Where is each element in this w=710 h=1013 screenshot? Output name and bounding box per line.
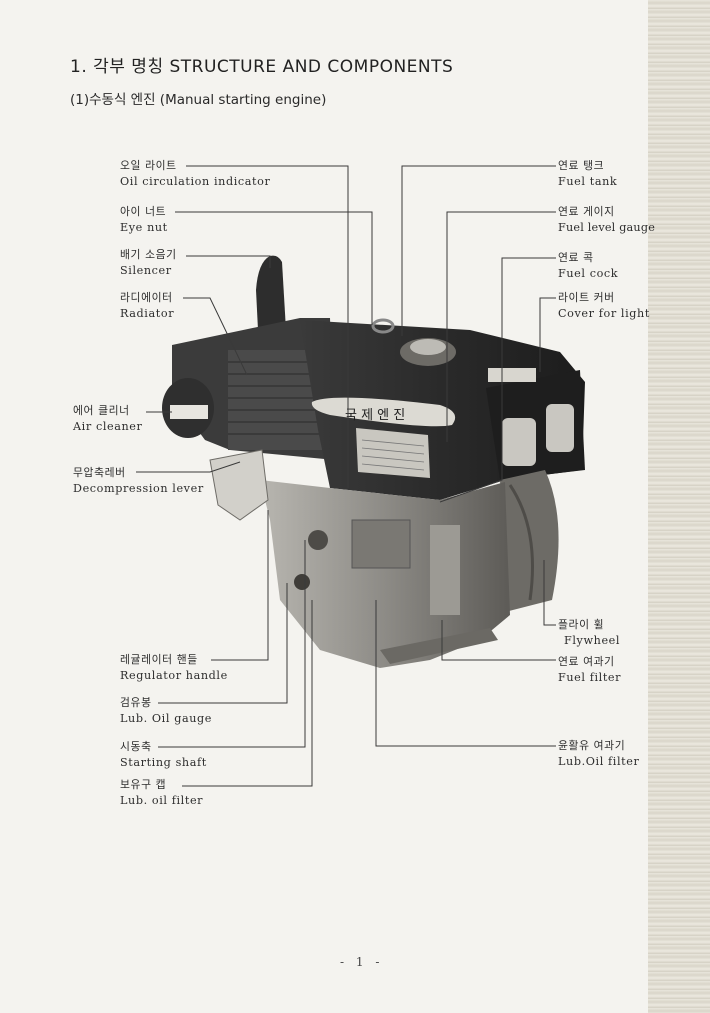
label-fuel-filter: 연료 여과기 Fuel filter <box>558 655 622 684</box>
label-lub-oil-gauge: 검유봉 Lub. Oil gauge <box>120 696 213 725</box>
label-eye-nut: 아이 너트 Eye nut <box>120 205 168 234</box>
label-regulator-handle: 레귤레이터 핸들 Regulator handle <box>120 653 228 682</box>
label-oil-circulation-indicator: 오일 라이트 Oil circulation indicator <box>120 159 271 188</box>
crankcase-part <box>260 480 510 668</box>
section-subtitle: (1)수동식 엔진 (Manual starting engine) <box>70 92 327 108</box>
air-cleaner-part <box>162 378 214 438</box>
label-air-cleaner: 에어 클리너 Air cleaner <box>73 404 143 433</box>
leader-lines <box>136 165 556 787</box>
brand-plate-text: 국 제 엔 진 <box>345 408 405 423</box>
label-decompression-lever: 무압축레버 Decompression lever <box>73 466 204 495</box>
scan-edge-shadow <box>648 0 710 1013</box>
label-fuel-level-gauge: 연료 게이지 Fuel level gauge <box>558 205 656 234</box>
spec-plate <box>356 428 430 478</box>
label-radiator: 라디에이터 Radiator <box>120 291 175 320</box>
label-starting-shaft: 시동축 Starting shaft <box>120 740 207 769</box>
light-cover-part <box>486 368 585 480</box>
label-lub-oil-filter-cap: 보유구 캡 Lub. oil filter <box>120 778 204 807</box>
decompression-bracket <box>209 449 269 521</box>
page-title: 1. 각부 명칭 STRUCTURE AND COMPONENTS <box>70 57 454 77</box>
label-fuel-tank: 연료 탱크 Fuel tank <box>558 159 618 188</box>
silencer-part <box>256 255 286 330</box>
page-number: - 1 - <box>340 955 384 969</box>
radiator-part <box>172 318 335 460</box>
label-silencer: 배기 소음기 Silencer <box>120 248 177 277</box>
label-cover-for-light: 라이트 커버 Cover for light <box>558 291 650 320</box>
label-lub-oil-filter: 윤활유 여과기 Lub.Oil filter <box>558 739 640 768</box>
label-flywheel: 플라이 휠 Flywheel <box>558 618 621 647</box>
label-fuel-cock: 연료 콕 Fuel cock <box>558 251 619 280</box>
